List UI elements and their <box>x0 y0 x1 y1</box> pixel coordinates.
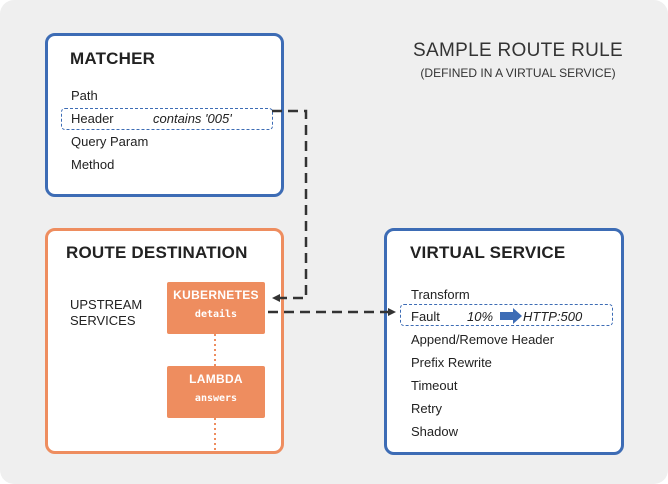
diagram-subtitle: (DEFINED IN A VIRTUAL SERVICE) <box>420 66 616 80</box>
vs-item-retry: Retry <box>411 401 443 416</box>
vs-item-fault: Fault <box>411 309 440 324</box>
matcher-item-query-param: Query Param <box>71 134 149 149</box>
fault-highlight <box>400 304 613 326</box>
lambda-service-chip: LAMBDA answers <box>167 366 265 418</box>
virtual-service-title: VIRTUAL SERVICE <box>410 243 566 262</box>
vs-item-prefix-rewrite: Prefix Rewrite <box>411 355 492 370</box>
lambda-label: LAMBDA <box>189 372 243 386</box>
header-highlight <box>61 108 273 130</box>
matcher-title: MATCHER <box>70 49 156 68</box>
matcher-box: MATCHER Path Header contains '005' Query… <box>45 33 284 197</box>
virtual-service-box: VIRTUAL SERVICE Transform Fault 10% HTTP… <box>384 228 624 455</box>
lambda-service-code: answers <box>194 393 238 404</box>
matcher-item-path: Path <box>71 88 98 103</box>
kubernetes-service-code: details <box>194 309 238 320</box>
upstream-label-line1: UPSTREAM <box>70 297 143 312</box>
header-condition: contains '005' <box>153 111 232 126</box>
upstream-label-line2: SERVICES <box>70 313 136 328</box>
vs-item-transform: Transform <box>411 287 470 302</box>
kubernetes-service-chip: KUBERNETES details <box>167 282 265 334</box>
matcher-item-header: Header <box>71 111 114 126</box>
vs-item-timeout: Timeout <box>411 378 458 393</box>
matcher-to-kubernetes-arrow <box>272 109 308 302</box>
fault-arrow-icon <box>500 308 522 324</box>
kubernetes-label: KUBERNETES <box>173 288 259 302</box>
route-destination-title: ROUTE DESTINATION <box>66 243 248 262</box>
vs-item-append-remove-header: Append/Remove Header <box>411 332 555 347</box>
fault-percent: 10% <box>467 309 494 324</box>
matcher-item-method: Method <box>71 157 115 172</box>
vs-item-shadow: Shadow <box>411 424 458 439</box>
fault-result: HTTP:500 <box>523 309 583 324</box>
diagram-title: SAMPLE ROUTE RULE <box>413 40 623 61</box>
